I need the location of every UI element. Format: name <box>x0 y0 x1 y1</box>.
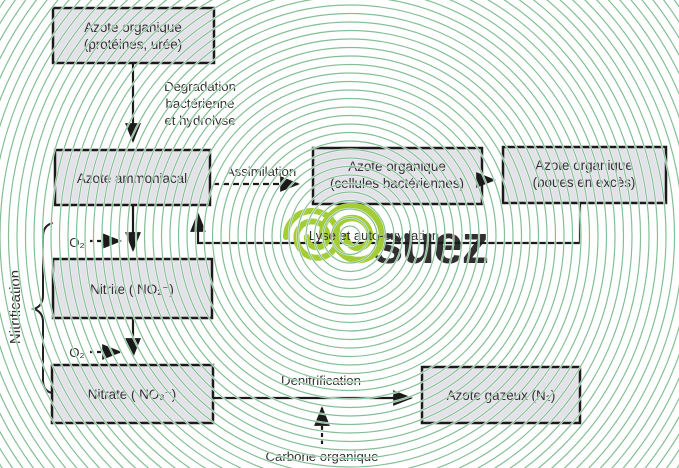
label-assimilation: Assimilation <box>226 164 296 179</box>
label-degradation-2: bactérienne <box>166 96 235 111</box>
label-denitrification: Denitrification <box>281 373 361 388</box>
swirl-left-spiral <box>283 208 342 261</box>
